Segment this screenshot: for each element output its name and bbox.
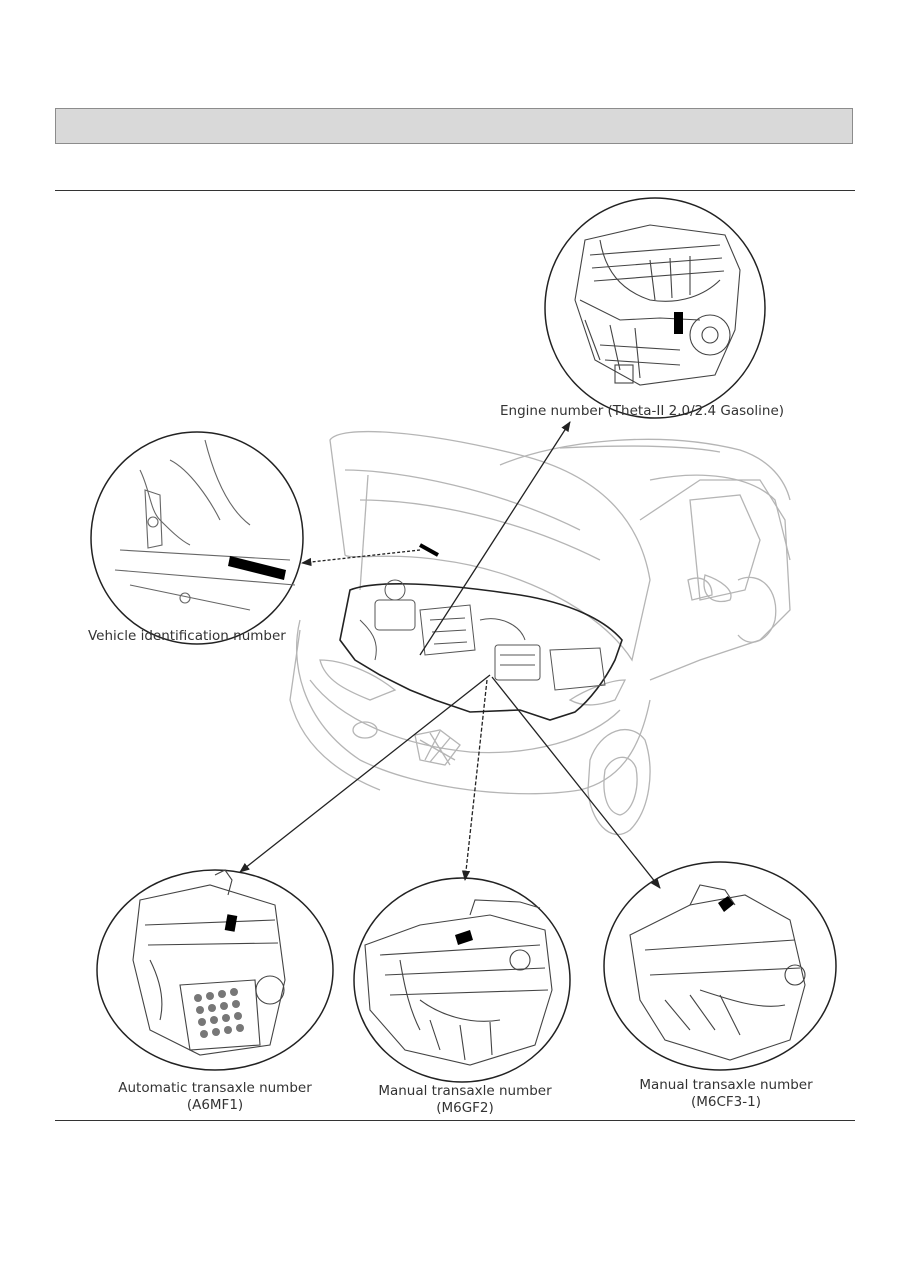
m6gf2-label: Manual transaxle number (M6GF2) xyxy=(355,1083,575,1117)
vin-label: Vehicle identification number xyxy=(88,628,286,644)
bottom-divider xyxy=(55,1120,855,1121)
vin-plate xyxy=(228,556,286,580)
m6cf3-label-line1: Manual transaxle number xyxy=(639,1077,813,1093)
vin-callout xyxy=(90,431,304,645)
auto-transaxle-label-line2: (A6MF1) xyxy=(186,1097,244,1113)
automatic-transaxle-callout xyxy=(96,869,334,1071)
section-header-bar xyxy=(55,108,853,144)
engine-callout xyxy=(544,197,766,419)
manual-m6cf3-callout xyxy=(603,861,837,1071)
m6cf3-label: Manual transaxle number (M6CF3-1) xyxy=(616,1077,836,1111)
vin-plate-marker xyxy=(419,543,439,557)
m6cf3-label-line2: (M6CF3-1) xyxy=(690,1094,761,1110)
m6gf2-label-line2: (M6GF2) xyxy=(436,1100,494,1116)
auto-transaxle-label-line1: Automatic transaxle number xyxy=(118,1080,312,1096)
arrow-to-m6cf3 xyxy=(491,676,661,889)
auto-transaxle-number-plate xyxy=(224,914,238,932)
m6gf2-label-line1: Manual transaxle number xyxy=(378,1083,552,1099)
engine-bay-components xyxy=(359,579,606,691)
arrow-to-auto-transaxle xyxy=(239,674,491,873)
engine-number-plate xyxy=(674,312,683,334)
m6cf3-number-plate xyxy=(718,896,734,912)
manual-m6gf2-callout xyxy=(353,877,571,1083)
arrow-to-m6gf2 xyxy=(461,679,488,882)
arrows xyxy=(239,421,661,889)
auto-transaxle-label: Automatic transaxle number (A6MF1) xyxy=(100,1080,330,1114)
arrow-to-engine xyxy=(419,421,571,656)
top-divider xyxy=(55,190,855,191)
m6gf2-number-plate xyxy=(455,930,473,945)
engine-number-label: Engine number (Theta-II 2.0/2.4 Gasoline… xyxy=(500,403,785,419)
car-illustration xyxy=(289,430,791,836)
engine-bay-outline xyxy=(339,583,623,721)
